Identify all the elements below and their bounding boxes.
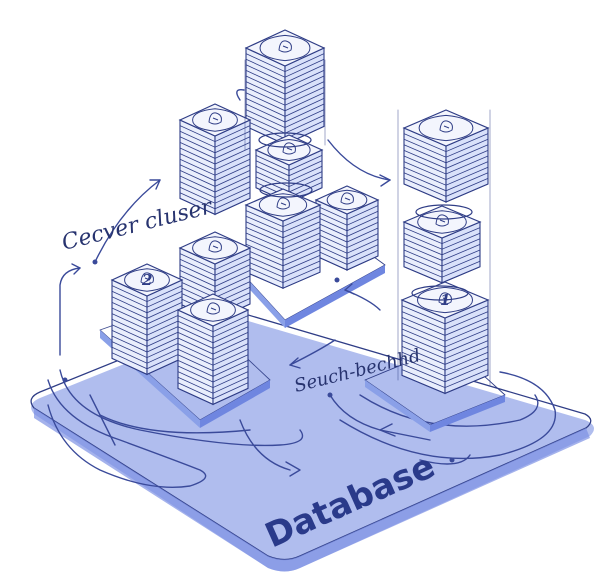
server-stack-center-small [254,134,324,204]
node-icon [140,272,154,285]
server-stack-right-top [402,109,490,203]
sync-ring [259,182,313,198]
diamond-icon [208,240,222,253]
server-stack-top-center [244,29,326,146]
server-stack-left-front [176,293,250,406]
server-stack-center [244,188,322,290]
circle-icon [276,197,290,210]
key-icon [206,302,220,315]
cube-icon [435,214,449,227]
sync-ring [258,132,312,148]
server-stack-right-middle [402,205,482,284]
leaf-icon [340,192,354,205]
server-stacks: 21 [110,29,490,406]
sync-ring [415,204,473,220]
server-stack-center-right [314,185,380,271]
sync-ring [411,285,469,301]
server-stack-left-number: 2 [141,271,152,289]
connectors [59,59,491,386]
disk-icon [439,120,453,133]
platform-wires [47,369,557,488]
database-icon [278,40,292,53]
server-stack-upper-left [178,103,252,216]
shield-icon [208,112,222,125]
server-stack-right-bottom: 1 [400,281,490,395]
server-stack-left: 2 [110,263,184,376]
